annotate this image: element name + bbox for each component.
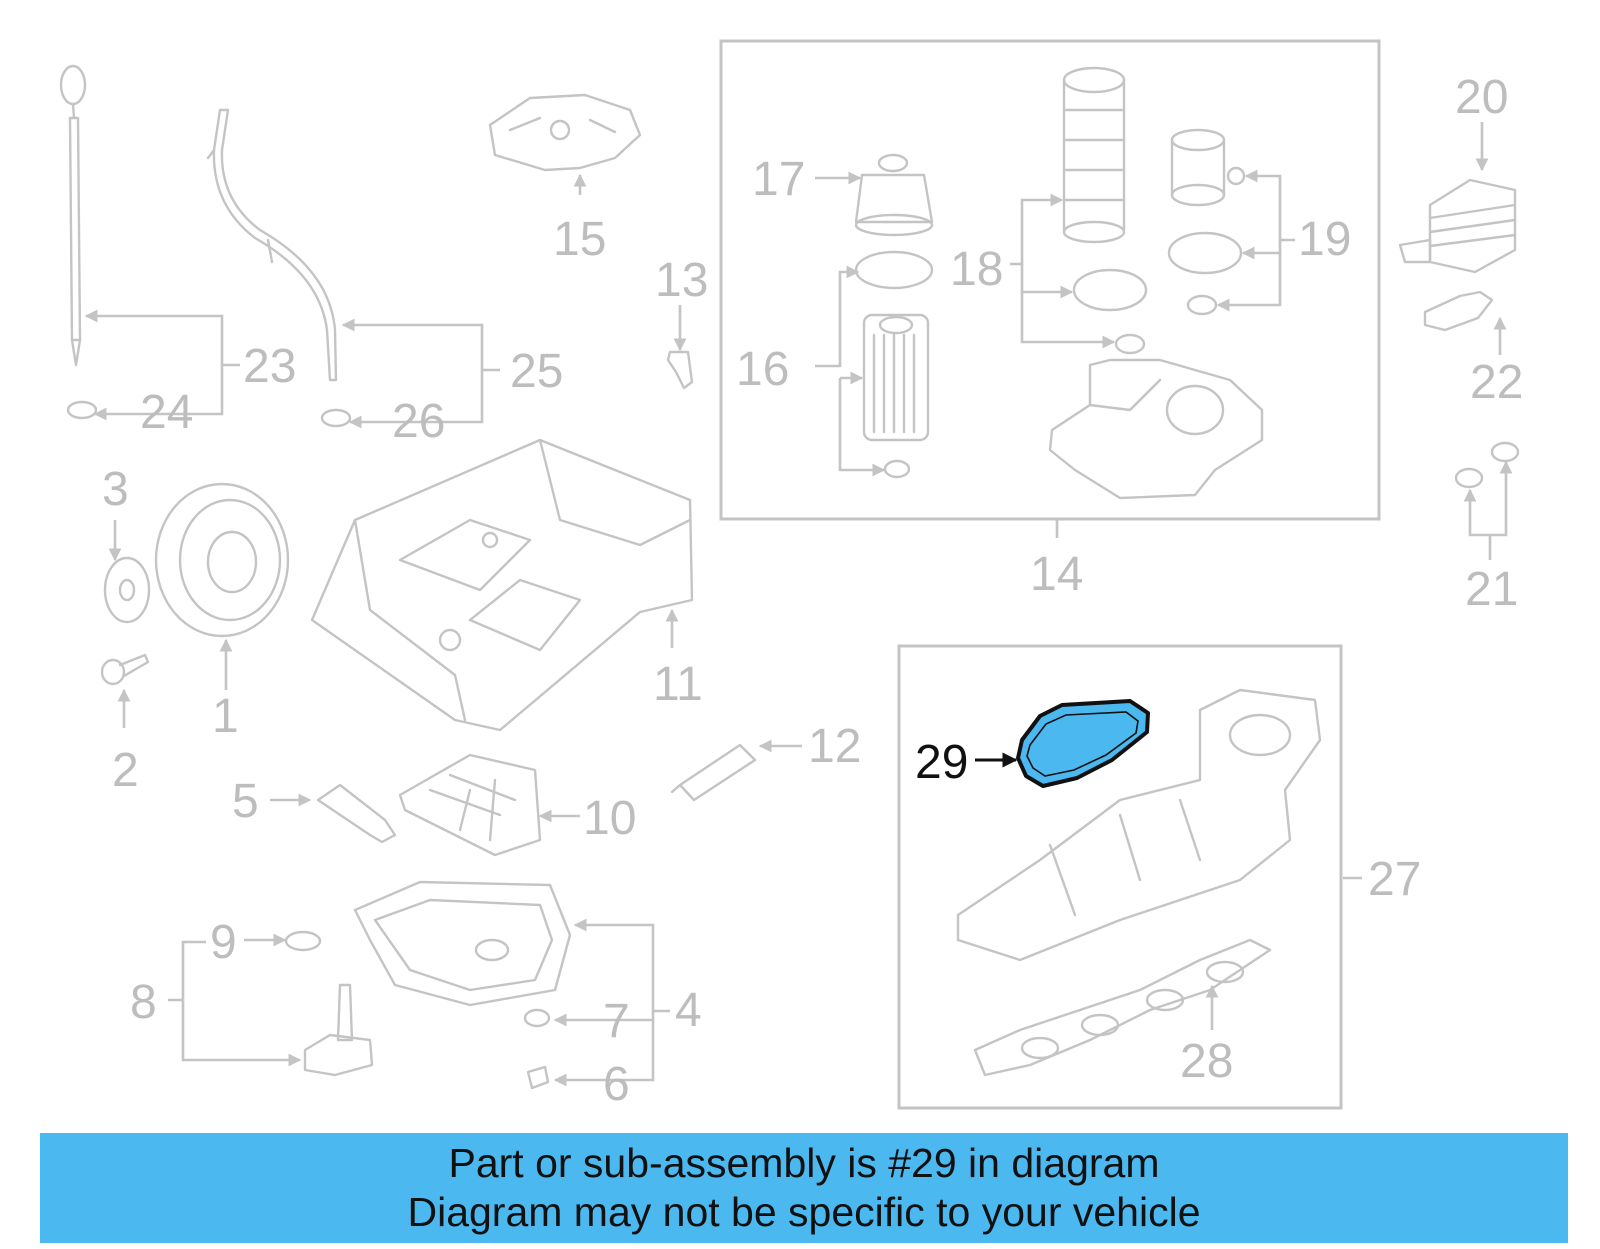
- o-ring-16b: [883, 459, 911, 479]
- callout-26[interactable]: 26: [392, 395, 445, 448]
- group-box-14: [719, 39, 1381, 521]
- callout-8[interactable]: 8: [130, 976, 157, 1029]
- o-ring-19b: [1186, 294, 1218, 316]
- upper-oil-pan: [310, 438, 694, 732]
- callout-27[interactable]: 27: [1368, 853, 1421, 906]
- filter-housing-18: [1062, 66, 1126, 244]
- banner-line-1: Part or sub-assembly is #29 in diagram: [448, 1140, 1160, 1186]
- o-ring-16a: [854, 250, 934, 290]
- callout-22[interactable]: 22: [1470, 356, 1523, 409]
- callout-19[interactable]: 19: [1298, 213, 1351, 266]
- banner-line-2: Diagram may not be specific to your vehi…: [407, 1189, 1201, 1235]
- callout-9[interactable]: 9: [210, 916, 237, 969]
- o-ring-18b: [1114, 333, 1146, 355]
- filter-cap-17: [854, 153, 934, 237]
- callout-2[interactable]: 2: [112, 744, 139, 797]
- seal-7: [523, 1008, 551, 1028]
- callout-12[interactable]: 12: [808, 720, 861, 773]
- timing-cover: [488, 93, 642, 172]
- callout-16[interactable]: 16: [736, 343, 789, 396]
- sealant-tube-5: [316, 783, 397, 844]
- callout-labels: 1 2 3 4 5 6 7 8 9 10 11 12 13 14 15 16 1…: [102, 71, 1523, 1111]
- callout-29[interactable]: 29: [915, 736, 968, 789]
- gasket-22: [1423, 290, 1494, 332]
- callout-20[interactable]: 20: [1455, 71, 1508, 124]
- thermostat-19: [1170, 128, 1246, 207]
- dipstick-guide-tube: [206, 108, 338, 382]
- dipstick: [59, 64, 87, 367]
- seal-21a: [1454, 467, 1484, 489]
- callout-21[interactable]: 21: [1465, 563, 1518, 616]
- o-ring-18a: [1072, 268, 1148, 312]
- callout-13[interactable]: 13: [655, 254, 708, 307]
- oil-baffle: [398, 753, 542, 857]
- callout-24[interactable]: 24: [140, 386, 193, 439]
- sealant-tube-12: [670, 743, 757, 802]
- highlighted-gasket-29-inner: [1026, 711, 1139, 777]
- lower-oil-pan: [353, 880, 572, 1007]
- gasket-9: [284, 930, 322, 952]
- callout-25[interactable]: 25: [510, 345, 563, 398]
- callout-11[interactable]: 11: [653, 658, 703, 711]
- oil-cooler-20: [1398, 178, 1517, 274]
- callout-7[interactable]: 7: [603, 995, 630, 1048]
- callout-28[interactable]: 28: [1180, 1035, 1233, 1088]
- oil-level-sensor: [303, 983, 374, 1077]
- plug-6: [526, 1065, 550, 1090]
- clip-13: [666, 350, 694, 390]
- callout-14[interactable]: 14: [1030, 548, 1083, 601]
- guide-tube-seal: [320, 408, 352, 428]
- callout-5[interactable]: 5: [232, 775, 259, 828]
- callout-6[interactable]: 6: [603, 1058, 630, 1111]
- info-banner: Part or sub-assembly is #29 in diagram D…: [40, 1133, 1568, 1243]
- group-box-27: [897, 644, 1343, 1110]
- leader-lines: [84, 122, 1513, 1087]
- callout-17[interactable]: 17: [752, 153, 805, 206]
- intake-manifold-27: [956, 688, 1322, 962]
- o-ring-19a: [1167, 231, 1243, 275]
- callout-1[interactable]: 1: [212, 690, 239, 743]
- dipstick-seal: [66, 400, 98, 420]
- filter-bracket-14: [1048, 358, 1264, 500]
- callout-15[interactable]: 15: [553, 213, 606, 266]
- manifold-gasket-28: [973, 938, 1272, 1077]
- callout-23[interactable]: 23: [243, 340, 296, 393]
- callout-3[interactable]: 3: [102, 463, 129, 516]
- callout-18[interactable]: 18: [950, 243, 1003, 296]
- callout-10[interactable]: 10: [583, 792, 636, 845]
- washer-3: [103, 556, 151, 624]
- oil-filter-16: [862, 313, 930, 442]
- seal-21b: [1490, 441, 1520, 463]
- crankshaft-pulley: [154, 482, 290, 638]
- bolt-2: [100, 653, 150, 686]
- callout-4[interactable]: 4: [675, 984, 702, 1037]
